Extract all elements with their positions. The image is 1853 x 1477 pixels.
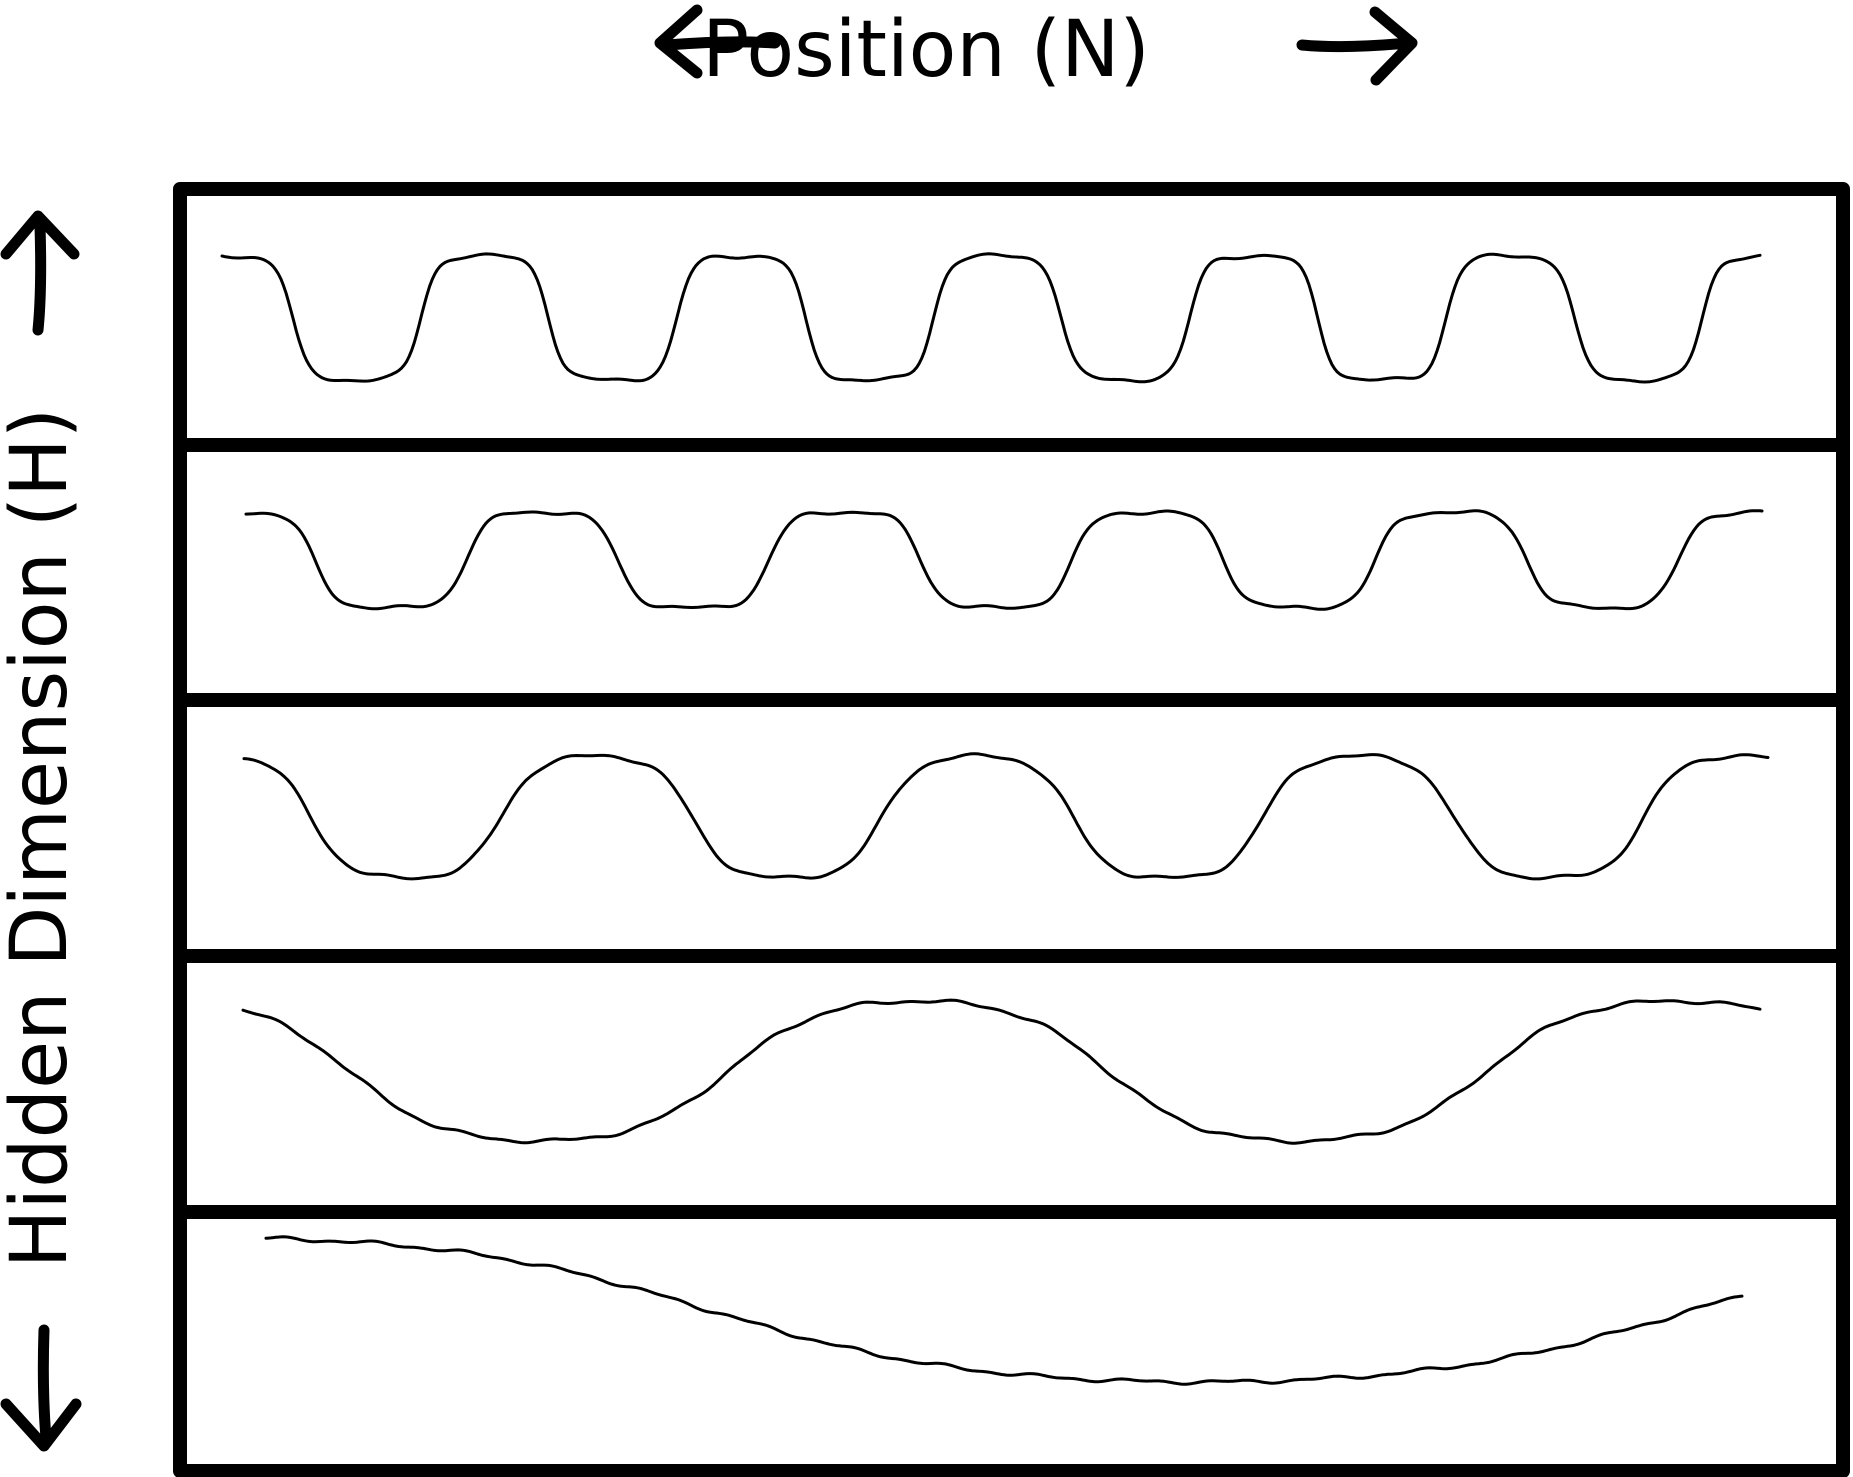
- wave-band-1: [220, 252, 1762, 384]
- waves-group: [220, 252, 1770, 1386]
- wave-band-3: [242, 752, 1770, 881]
- wave-band-5: [264, 1235, 1744, 1386]
- wave-band-4: [241, 998, 1762, 1145]
- x-axis-left-arrow-icon: [654, 4, 781, 79]
- y-axis-label: Hidden Dimension (H): [0, 408, 85, 1268]
- y-axis-up-arrow-icon: [0, 210, 80, 336]
- x-axis-label: Position (N): [702, 5, 1150, 95]
- frame-border: [173, 182, 1850, 1477]
- y-axis-label-group: Hidden Dimension (H): [0, 210, 85, 1452]
- wave-band-2: [244, 509, 1764, 611]
- x-axis-right-arrow-icon: [1296, 6, 1418, 86]
- y-axis-down-arrow-icon: [0, 1324, 82, 1452]
- x-axis-label-group: Position (N): [654, 4, 1418, 95]
- band-frame: [173, 182, 1850, 1477]
